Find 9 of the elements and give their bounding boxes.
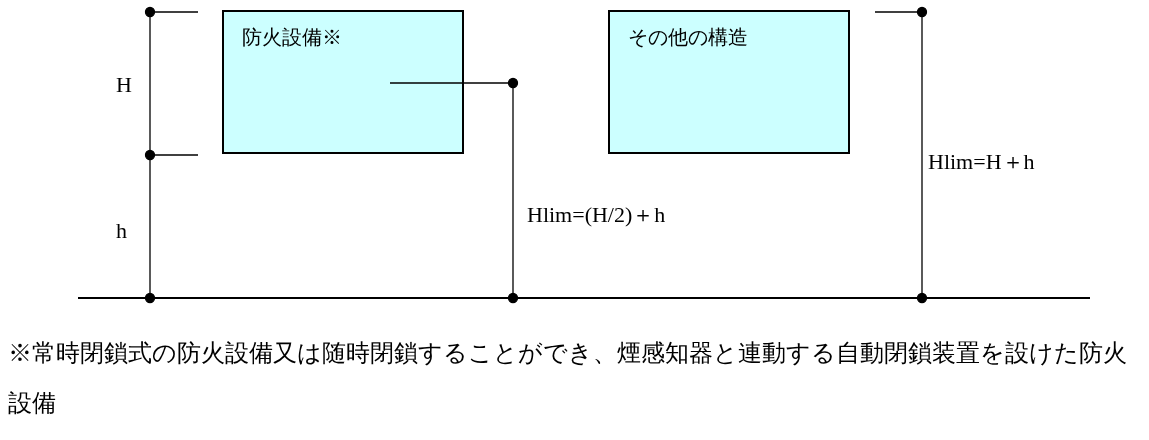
formula-label: Hlim=(H/2)＋h bbox=[527, 201, 666, 229]
equipment-box bbox=[222, 10, 464, 154]
box-label: 防火設備※ bbox=[242, 25, 342, 50]
equipment-box bbox=[608, 10, 850, 154]
formula-label: Hlim=H＋h bbox=[928, 148, 1035, 176]
box-label: その他の構造 bbox=[628, 25, 748, 50]
footnote: ※常時閉鎖式の防火設備又は随時閉鎖することができ、煙感知器と連動する自動閉鎖装置を設けた防火設備 bbox=[8, 339, 1128, 418]
dimension-label: h bbox=[116, 218, 127, 244]
dimension-label: H bbox=[116, 72, 132, 98]
